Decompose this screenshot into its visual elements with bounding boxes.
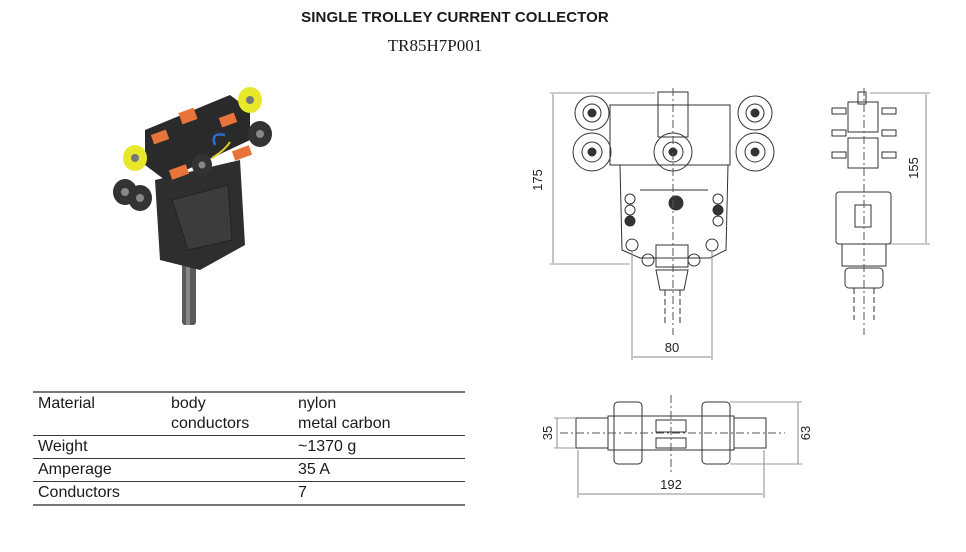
top-width-dimension: 192 bbox=[660, 477, 682, 492]
top-view-drawing: 35 63 192 bbox=[540, 395, 813, 498]
spec-value: nylon metal carbon bbox=[293, 392, 465, 436]
side-height-dimension: 155 bbox=[906, 157, 921, 179]
spec-label: Material bbox=[38, 395, 95, 412]
specifications-table: Material body conductors nylon metal carbo… bbox=[33, 391, 465, 506]
spec-row-material: Material body conductors nylon metal carbo… bbox=[33, 392, 465, 436]
spec-value: 35 A bbox=[298, 461, 331, 478]
front-width-dimension: 80 bbox=[665, 340, 679, 355]
document-title: SINGLE TROLLEY CURRENT COLLECTOR bbox=[301, 9, 609, 26]
product-code: TR85H7P001 bbox=[387, 36, 483, 55]
spec-sub: body conductors bbox=[166, 392, 293, 436]
top-inner-dimension: 35 bbox=[540, 426, 555, 440]
spec-value: ~1370 g bbox=[298, 438, 357, 455]
spec-label: Weight bbox=[38, 438, 88, 455]
spec-row-amperage: Amperage 35 A bbox=[33, 459, 465, 482]
product-photo bbox=[113, 87, 272, 325]
side-view-drawing: 155 bbox=[831, 88, 930, 335]
spec-value-conductors: metal carbon bbox=[298, 415, 391, 432]
spec-sub-conductors: conductors bbox=[171, 415, 250, 432]
spec-sub-body: body bbox=[171, 395, 206, 412]
front-view-drawing: 175 80 bbox=[530, 88, 775, 360]
spec-label: Conductors bbox=[38, 484, 120, 501]
spec-label: Amperage bbox=[38, 461, 112, 478]
spec-row-weight: Weight ~1370 g bbox=[33, 436, 465, 459]
spec-value-body: nylon bbox=[298, 395, 337, 412]
front-height-dimension: 175 bbox=[530, 169, 545, 191]
spec-row-conductors: Conductors 7 bbox=[33, 482, 465, 505]
top-outer-dimension: 63 bbox=[798, 426, 813, 440]
spec-value: 7 bbox=[298, 484, 307, 501]
